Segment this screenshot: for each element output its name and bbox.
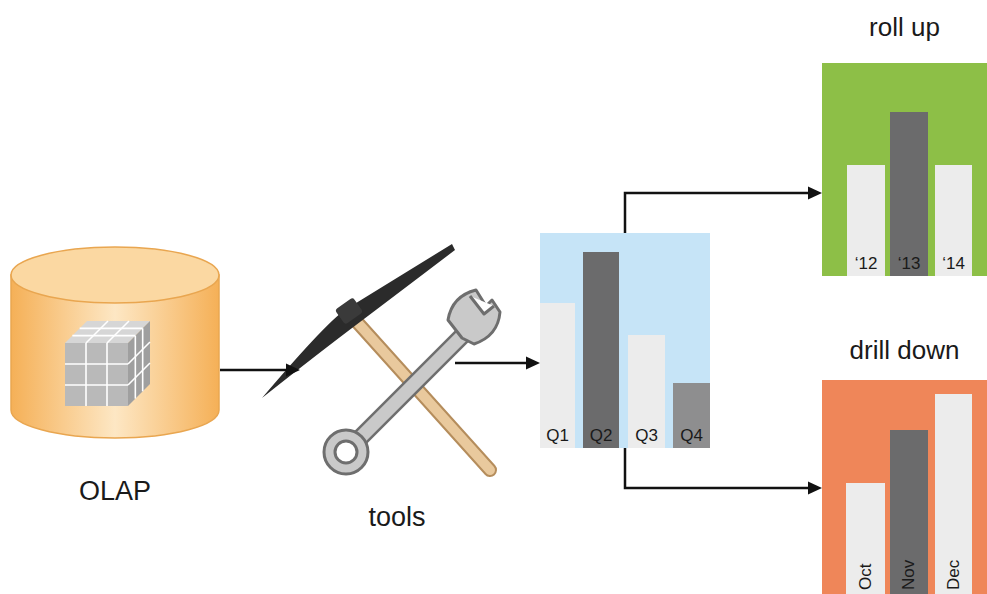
cube-grid bbox=[128, 363, 150, 385]
bar-label: Q3 bbox=[635, 426, 658, 446]
bar-label: ‘12 bbox=[855, 254, 878, 274]
bar-label: Q1 bbox=[546, 426, 569, 446]
cylinder-top bbox=[11, 247, 219, 303]
cube-grid bbox=[85, 343, 87, 406]
cube-grid bbox=[65, 363, 128, 365]
chart-bar bbox=[890, 112, 928, 276]
arrow-head bbox=[526, 357, 540, 370]
cube-grid bbox=[135, 336, 137, 399]
chart-title: roll up bbox=[782, 13, 987, 43]
bar-label: Nov bbox=[899, 560, 919, 590]
pickaxe-collar bbox=[335, 297, 363, 324]
bar-label: Q4 bbox=[680, 426, 703, 446]
cube-grid bbox=[107, 321, 129, 343]
cube-front bbox=[65, 343, 128, 406]
wrench-handle-edge bbox=[352, 330, 468, 446]
bar-label: ‘13 bbox=[898, 254, 921, 274]
bar-label: ‘14 bbox=[942, 254, 965, 274]
connector-line bbox=[220, 369, 287, 372]
wrench-jaw bbox=[470, 296, 494, 314]
tools-node: tools bbox=[300, 300, 455, 535]
cube-side bbox=[128, 321, 150, 406]
wrench-ring bbox=[324, 430, 368, 474]
chart-title: drill down bbox=[782, 336, 987, 366]
arrow-head bbox=[808, 187, 822, 200]
node-label: OLAP bbox=[10, 476, 220, 507]
connector-arrow bbox=[220, 364, 300, 377]
arrow-head bbox=[808, 482, 822, 495]
connector-line bbox=[455, 362, 527, 365]
cube-grid bbox=[106, 343, 108, 406]
connector-line bbox=[625, 193, 809, 233]
connector-arrow bbox=[625, 448, 822, 495]
bar-label: Oct bbox=[856, 564, 876, 590]
quarter-chart: Q1 Q2 Q3 Q4 bbox=[540, 233, 710, 448]
cube-grid bbox=[65, 384, 128, 386]
cylinder-shape bbox=[10, 245, 220, 440]
cube-grid bbox=[128, 342, 150, 364]
rollup-chart: roll up‘12‘13‘14 bbox=[822, 63, 987, 276]
bar-label: Dec bbox=[944, 560, 964, 590]
connector-arrow bbox=[625, 187, 822, 234]
wrench-open-end bbox=[448, 290, 500, 344]
drilldown-chart: drill downOctNovDec bbox=[822, 380, 987, 594]
arrow-head bbox=[286, 364, 300, 377]
bar-label: Q2 bbox=[590, 426, 613, 446]
chart-bar bbox=[540, 303, 575, 448]
connector-line bbox=[625, 448, 809, 488]
cube-grid bbox=[80, 328, 143, 330]
cube-grid bbox=[86, 321, 108, 343]
cube-grid bbox=[142, 328, 144, 391]
connector-arrow bbox=[455, 357, 540, 370]
chart-bar bbox=[583, 252, 619, 448]
cube-grid bbox=[72, 335, 135, 337]
olap-cylinder: OLAP bbox=[10, 245, 220, 440]
wrench-handle bbox=[352, 330, 468, 446]
node-label: tools bbox=[368, 502, 425, 533]
wrench-ring-hole bbox=[335, 441, 357, 463]
